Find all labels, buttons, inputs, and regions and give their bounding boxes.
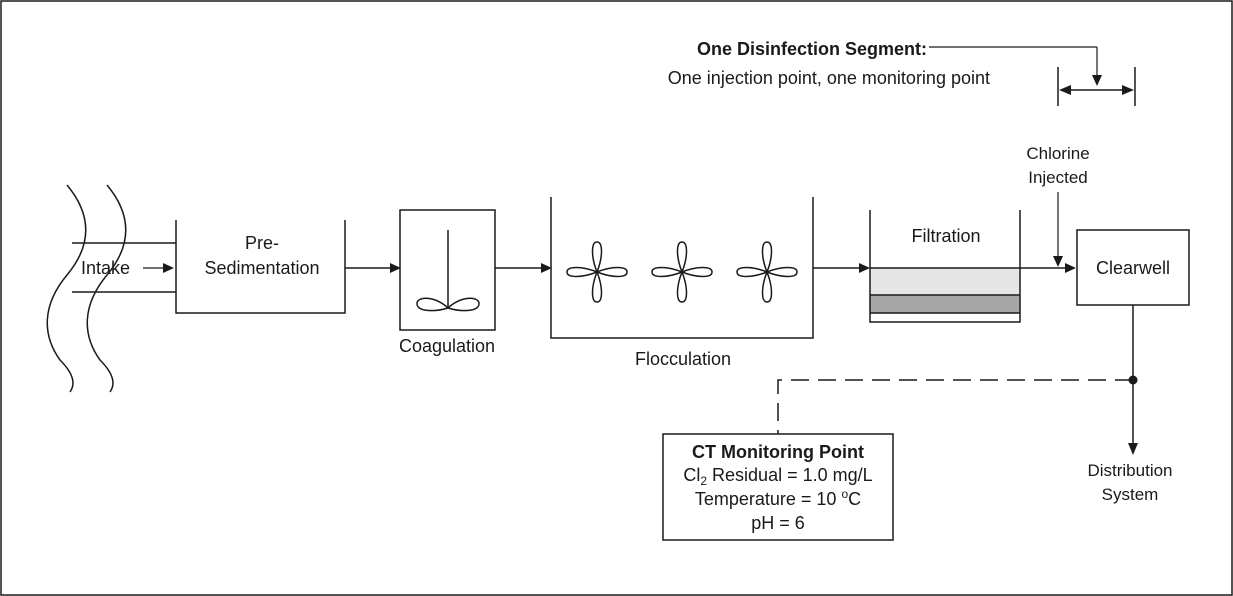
- ct-monitoring-title: CT Monitoring Point: [692, 442, 864, 462]
- clearwell-label: Clearwell: [1096, 258, 1170, 278]
- ct-monitoring-ph: pH = 6: [751, 513, 805, 533]
- segment-title: One Disinfection Segment:: [697, 39, 927, 59]
- distribution-line: [1128, 305, 1138, 455]
- flow-arrow-filt-clearwell: [1020, 263, 1076, 273]
- intake-pipe: [72, 242, 176, 293]
- chlorine-label-line2: Injected: [1028, 168, 1088, 187]
- flow-arrow-presed-coag: [345, 263, 401, 273]
- coagulation-label: Coagulation: [399, 336, 495, 356]
- filtration-label: Filtration: [911, 226, 980, 246]
- filtration-unit: [869, 210, 1021, 323]
- chlorine-injection-arrow: [1053, 192, 1063, 267]
- presedimentation-label-line2: Sedimentation: [204, 258, 319, 278]
- segment-leader: [929, 46, 1102, 86]
- river-source: [46, 184, 127, 393]
- mixer-icon: [416, 230, 480, 312]
- segment-subtitle: One injection point, one monitoring poin…: [668, 68, 990, 88]
- ct-monitoring-temperature: Temperature = 10 oC: [695, 487, 861, 509]
- chlorine-label-line1: Chlorine: [1026, 144, 1089, 163]
- flocculation-basin: [550, 197, 814, 339]
- flow-arrow-coag-floc: [495, 263, 552, 273]
- paddle-icon-2: [651, 241, 713, 303]
- distribution-label-line2: System: [1102, 485, 1159, 504]
- paddle-icon-3: [736, 241, 798, 303]
- ct-monitoring-cl-residual: Cl2 Residual = 1.0 mg/L: [683, 465, 872, 488]
- flocculation-label: Flocculation: [635, 349, 731, 369]
- presedimentation-basin: [175, 220, 346, 314]
- ct-monitoring-box: [662, 433, 894, 541]
- paddle-icon-1: [566, 241, 628, 303]
- distribution-label-line1: Distribution: [1087, 461, 1172, 480]
- monitoring-dashed-line: [777, 379, 1133, 434]
- segment-bracket: [1057, 67, 1136, 106]
- clearwell-box: [1076, 229, 1190, 306]
- flow-arrow-floc-filt: [813, 263, 870, 273]
- intake-label: Intake: [81, 258, 130, 278]
- intake-arrow: [143, 263, 174, 273]
- presedimentation-label-line1: Pre-: [245, 233, 279, 253]
